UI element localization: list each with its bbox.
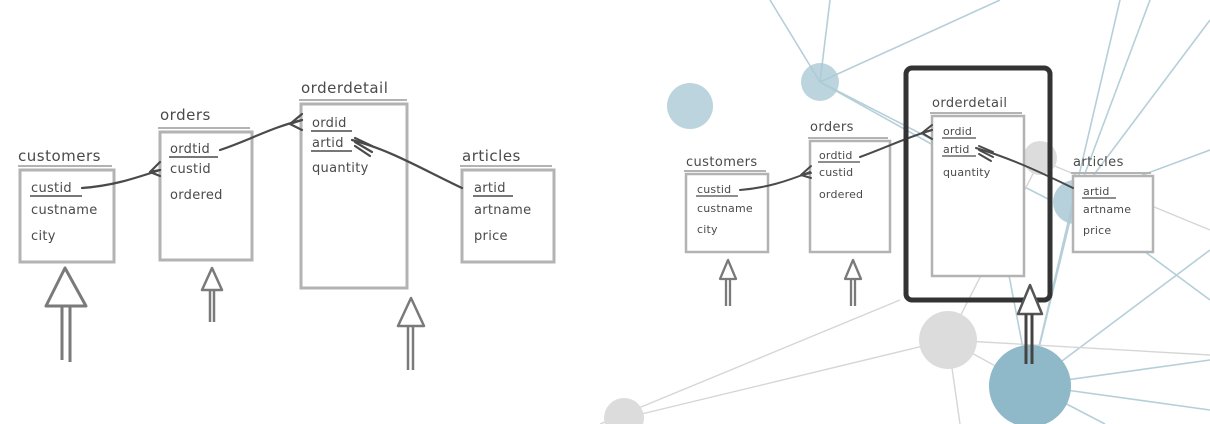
table-field: custid [819, 166, 853, 179]
left-diagram: customers custid custname city orders or… [18, 79, 556, 370]
up-arrow-icon [396, 296, 426, 370]
table-field: ordered [170, 188, 223, 203]
relationship-lines [80, 112, 464, 190]
table-field: price [474, 229, 508, 244]
table-key-field: custid [31, 181, 72, 196]
table-field: custid [170, 162, 211, 177]
table-field: artid [312, 136, 344, 151]
right-diagram: customers custid custname city orders or… [599, 0, 1210, 424]
table-field: city [31, 229, 56, 244]
table-key-field: custid [697, 183, 731, 196]
table-title: articles [462, 147, 521, 165]
highlight-frame [903, 65, 1053, 303]
table-title: orders [810, 120, 854, 135]
table-customers: customers custid custname city [684, 155, 770, 254]
table-field: price [1083, 224, 1111, 237]
table-field: quantity [943, 166, 991, 179]
table-customers: customers custid custname city [18, 147, 116, 264]
table-orderdetail: orderdetail ordid artid quantity [299, 79, 409, 290]
table-orders: orders ordtid custid ordered [158, 106, 254, 262]
table-key-field: ordtid [170, 142, 210, 157]
table-title: orders [160, 106, 211, 124]
up-arrow-icon [200, 266, 224, 322]
table-field: quantity [312, 161, 369, 176]
table-key-field: artid [474, 181, 506, 196]
table-field: city [697, 223, 718, 236]
table-title: orderdetail [932, 96, 1007, 111]
table-field: custname [697, 202, 753, 215]
up-arrow-icon [1016, 283, 1044, 364]
table-title: articles [1073, 155, 1124, 170]
table-field: custname [31, 203, 98, 218]
table-field: ordered [819, 188, 863, 201]
relationship-lines [739, 124, 1074, 191]
table-title: customers [18, 147, 101, 165]
table-field: artname [1083, 203, 1131, 216]
table-title: orderdetail [301, 79, 388, 97]
table-key-field: ordid [312, 116, 347, 131]
table-field: artid [943, 143, 970, 156]
table-title: customers [686, 155, 758, 170]
table-key-field: ordtid [819, 149, 853, 162]
table-orders: orders ordtid custid ordered [808, 120, 892, 254]
table-key-field: artid [1083, 185, 1110, 198]
table-key-field: ordid [943, 125, 972, 138]
table-articles: articles artid artname price [1071, 155, 1155, 254]
up-arrow-icon [44, 266, 88, 362]
table-orderdetail: orderdetail ordid artid quantity [930, 96, 1026, 278]
up-arrow-icon [843, 258, 863, 306]
table-articles: articles artid artname price [460, 147, 556, 264]
up-arrow-icon [718, 258, 738, 306]
table-field: artname [474, 203, 531, 218]
